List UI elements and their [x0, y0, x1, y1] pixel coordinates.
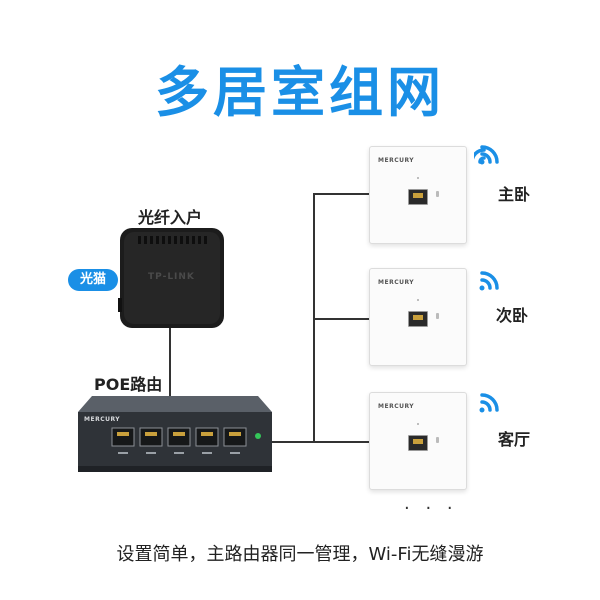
ap-led: [436, 191, 439, 197]
more-ellipsis: · · ·: [404, 498, 458, 519]
ap-ethernet-port: [408, 435, 428, 451]
panel-ap-living-room: MERCURY: [369, 392, 467, 490]
router-brand-logo: MERCURY: [84, 416, 121, 423]
room-label-master-bedroom: 主卧: [498, 185, 531, 204]
caption: 设置简单，主路由器同一管理，Wi-Fi无缝漫游: [116, 544, 484, 565]
bus-to-ap2-cable: [313, 318, 369, 320]
modem-router-cable: [169, 328, 171, 396]
wifi-icon: [474, 145, 499, 165]
poe-router: MERCURY: [78, 394, 274, 478]
modem-brand-logo: TP-LINK: [148, 272, 195, 282]
room-label-living-room: 客厅: [498, 430, 531, 449]
router-trunk-cable: [268, 441, 314, 443]
optical-modem: TP-LINK: [118, 228, 228, 332]
ap-indicator: [417, 423, 419, 425]
wifi-icon: [479, 271, 499, 291]
ap-ethernet-port: [408, 189, 428, 205]
page-title: 多居室组网: [155, 61, 445, 124]
modem-badge: 光猫: [68, 269, 118, 291]
bus-to-ap1-cable: [313, 193, 369, 195]
room-label-second-bedroom: 次卧: [496, 306, 529, 325]
ap-indicator: [417, 177, 419, 179]
ap-brand-logo: MERCURY: [378, 403, 415, 410]
panel-ap-second-bedroom: MERCURY: [369, 268, 467, 366]
fiber-in-label: 光纤入户: [138, 208, 203, 227]
bus-to-ap3-cable: [313, 441, 369, 443]
router-label: POE路由: [94, 375, 163, 394]
ap-brand-logo: MERCURY: [378, 157, 415, 164]
ap-led: [436, 437, 439, 443]
ap-brand-logo: MERCURY: [378, 279, 415, 286]
wifi-icon: [479, 393, 499, 413]
ap-indicator: [417, 299, 419, 301]
panel-ap-master-bedroom: MERCURY: [369, 146, 467, 244]
ap-ethernet-port: [408, 311, 428, 327]
ap-led: [436, 313, 439, 319]
